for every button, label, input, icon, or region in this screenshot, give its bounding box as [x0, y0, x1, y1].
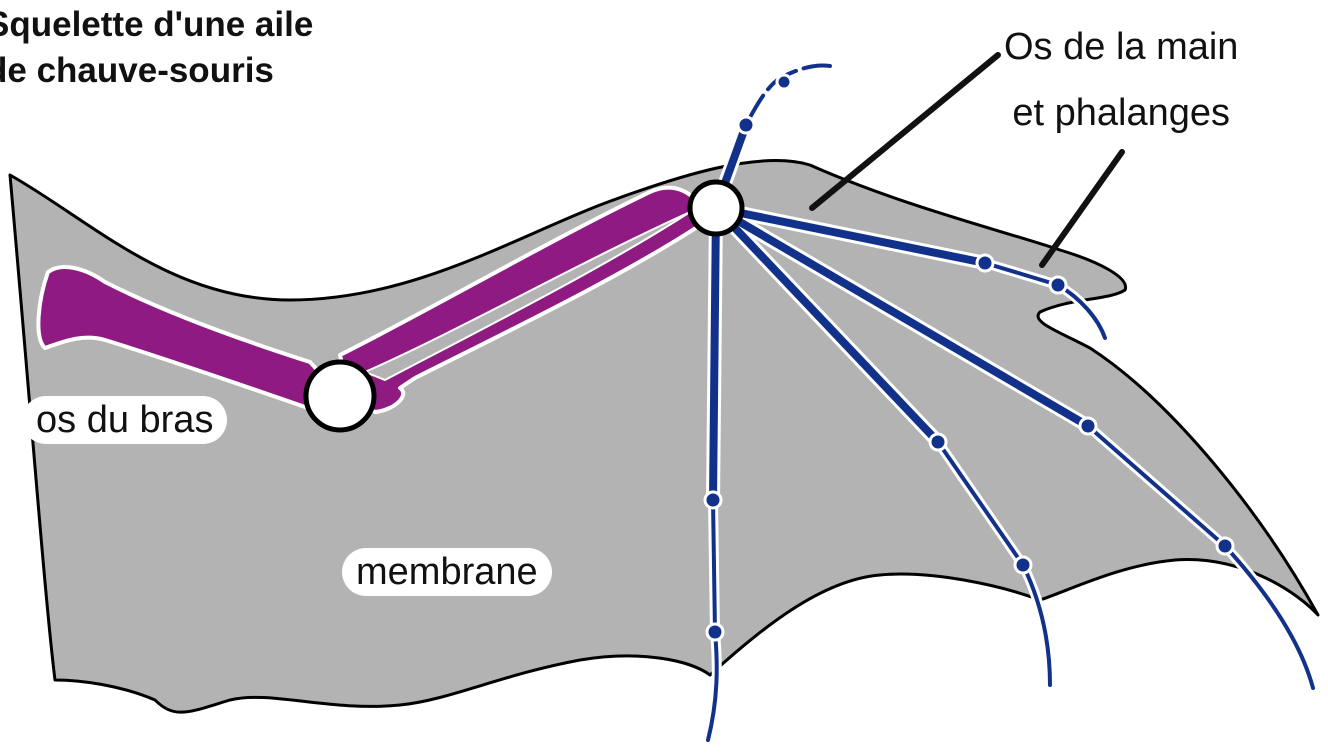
finger-joint — [1015, 557, 1031, 573]
finger-joint — [977, 255, 993, 271]
leader-line-hand — [812, 55, 998, 208]
finger-joint — [1217, 538, 1233, 554]
finger-joint — [705, 492, 721, 508]
finger-joint — [1080, 418, 1096, 434]
hand-label-line-1: Os de la main — [1004, 14, 1238, 80]
elbow-joint — [306, 362, 374, 430]
finger-joint — [738, 117, 754, 133]
leader-line-phalanges — [1042, 152, 1122, 265]
finger-joint — [707, 624, 723, 640]
title-line-1: Squelette d'une aile — [0, 2, 313, 48]
title-line-2: de chauve-souris — [0, 48, 313, 94]
diagram-title: Squelette d'une aile de chauve-souris — [0, 2, 313, 94]
hand-bones-label: Os de la main et phalanges — [1004, 14, 1238, 146]
arm-bones-label: os du bras — [22, 396, 227, 444]
finger-joint — [930, 434, 946, 450]
hand-label-line-2: et phalanges — [1004, 80, 1238, 146]
wrist-joint — [690, 182, 742, 234]
finger-joint — [777, 75, 791, 89]
membrane-label: membrane — [342, 548, 552, 596]
finger5-bone — [713, 208, 716, 500]
finger-joint — [1050, 277, 1066, 293]
